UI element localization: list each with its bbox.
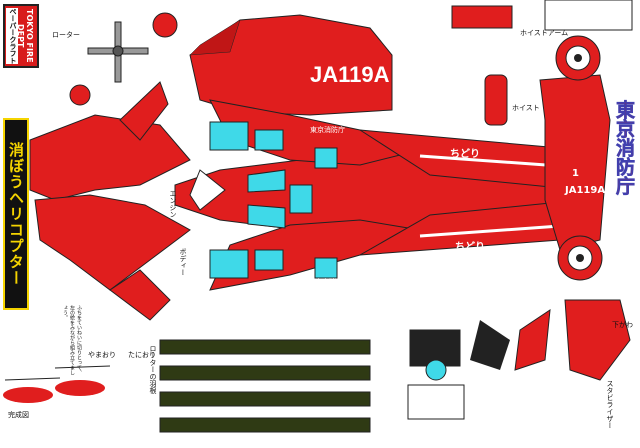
completed-helicopter-image: [3, 365, 111, 403]
rotor-cross: [87, 21, 149, 83]
label-valley-fold: たにおり: [128, 351, 156, 359]
label-rotor: ローター: [52, 31, 80, 39]
org-label-upper: 東京消防庁: [310, 126, 345, 134]
registration-label: JA119A: [310, 62, 390, 87]
registration-tail-label: JA119A: [565, 185, 606, 196]
stabilizer: [564, 299, 631, 381]
logo-line2: TOKYO FIRE DEPT: [16, 9, 34, 63]
nose-panel: [189, 14, 393, 116]
label-rotor-blade: ローターの羽根: [149, 345, 157, 394]
rotor-hub-bottom: [557, 235, 603, 281]
label-underside: 下がわ: [612, 321, 633, 329]
label-engine: エンジン: [169, 190, 177, 218]
label-hoist: ホイスト: [512, 104, 540, 112]
landing-gear: [407, 308, 551, 420]
aircraft-no: 1: [572, 168, 579, 179]
label-mountain-fold: やまおり: [88, 351, 116, 359]
page-title: 消ぼうヘリコプター: [3, 118, 29, 310]
org-label-lower: 東京消防庁: [315, 278, 350, 286]
rotor-blades: [159, 339, 371, 433]
nickname-upper: ちどり: [450, 149, 480, 160]
left-v-panel: [29, 81, 191, 321]
rotor-cap: [69, 12, 178, 106]
label-stabilizer: スタビライザー: [606, 380, 614, 429]
logo: ペーパークラフト TOKYO FIRE DEPT: [3, 4, 39, 68]
nickname-lower: ちどり: [455, 242, 485, 253]
bureau-name: 東京消防庁: [613, 100, 636, 196]
windows: [209, 121, 338, 279]
instructions: ふちをていねいに切りとって、左の絵をみながら組み立てましょう。: [62, 305, 82, 375]
tail-boom: [451, 0, 633, 251]
rotor-hub-top: [555, 35, 601, 81]
label-body: ボディー: [179, 248, 187, 276]
logo-line1: ペーパークラフト: [6, 8, 18, 64]
label-completed: 完成図: [8, 411, 29, 419]
tail-stripes: [419, 154, 561, 238]
label-hoist-arm: ホイストアーム: [520, 29, 569, 37]
